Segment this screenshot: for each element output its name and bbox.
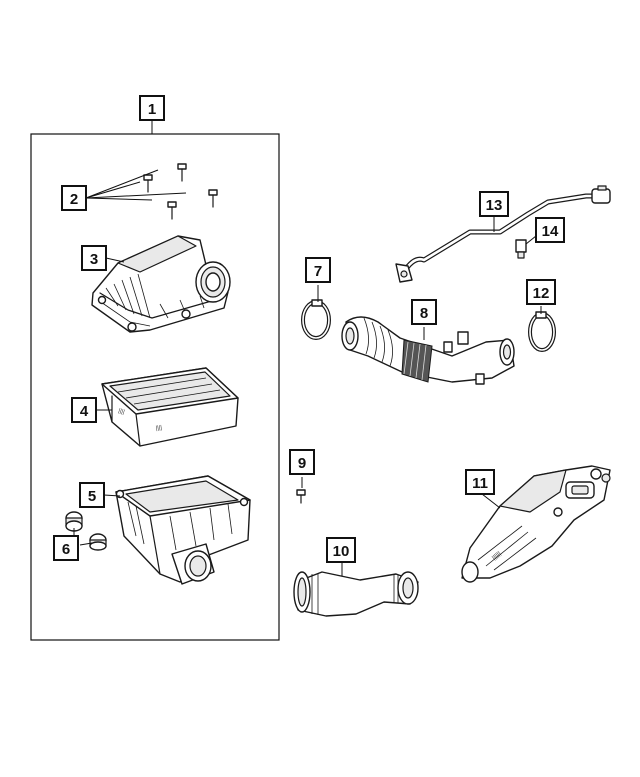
callout-9: 9 bbox=[289, 449, 315, 475]
callout-5: 5 bbox=[79, 482, 105, 508]
leader-5 bbox=[103, 494, 121, 497]
callout-label-10: 10 bbox=[333, 543, 350, 560]
callout-14: 14 bbox=[535, 217, 565, 243]
leaders-6 bbox=[73, 528, 93, 546]
callout-label-5: 5 bbox=[88, 488, 96, 505]
svg-text:||||: |||| bbox=[155, 425, 162, 432]
callout-2: 2 bbox=[61, 185, 87, 211]
leader-3 bbox=[105, 257, 125, 263]
part-air-duct: |||||| bbox=[461, 465, 611, 583]
callout-11: 11 bbox=[465, 469, 495, 495]
callout-8: 8 bbox=[411, 299, 437, 325]
assembly-frame bbox=[30, 133, 280, 641]
part-screws bbox=[143, 163, 218, 220]
part-grommets bbox=[65, 511, 107, 551]
part-outlet-hose bbox=[293, 571, 419, 617]
callout-13: 13 bbox=[479, 191, 509, 217]
callout-4: 4 bbox=[71, 397, 97, 423]
callout-label-6: 6 bbox=[62, 541, 70, 558]
part-clamp-7 bbox=[301, 299, 331, 340]
callout-label-13: 13 bbox=[486, 197, 503, 214]
callout-label-2: 2 bbox=[70, 191, 78, 208]
callout-label-7: 7 bbox=[314, 263, 322, 280]
callout-label-3: 3 bbox=[90, 251, 98, 268]
callout-label-4: 4 bbox=[80, 403, 89, 420]
callout-12: 12 bbox=[526, 279, 556, 305]
part-airbox-lower bbox=[115, 475, 251, 585]
callout-6: 6 bbox=[53, 535, 79, 561]
callout-label-12: 12 bbox=[533, 285, 550, 302]
callout-label-14: 14 bbox=[542, 223, 559, 240]
callout-label-9: 9 bbox=[298, 455, 306, 472]
svg-text:||||||: |||||| bbox=[491, 551, 502, 562]
callout-1: 1 bbox=[139, 95, 165, 121]
part-breather-tube bbox=[395, 185, 611, 283]
leaders-2 bbox=[85, 169, 187, 201]
part-screw-9 bbox=[296, 489, 306, 504]
callout-10: 10 bbox=[326, 537, 356, 563]
callout-label-11: 11 bbox=[472, 475, 488, 492]
part-inlet-hose bbox=[341, 316, 515, 385]
leader-11 bbox=[481, 493, 501, 509]
leader-14 bbox=[525, 235, 537, 245]
callout-3: 3 bbox=[81, 245, 107, 271]
part-clamp-12 bbox=[528, 311, 556, 352]
svg-text:||||: |||| bbox=[117, 408, 125, 416]
callout-label-1: 1 bbox=[148, 101, 156, 118]
callout-7: 7 bbox=[305, 257, 331, 283]
callout-label-8: 8 bbox=[420, 305, 428, 322]
part-connector bbox=[515, 239, 527, 259]
part-airbox-cover bbox=[91, 235, 231, 333]
part-air-filter: |||| |||| bbox=[101, 367, 239, 447]
